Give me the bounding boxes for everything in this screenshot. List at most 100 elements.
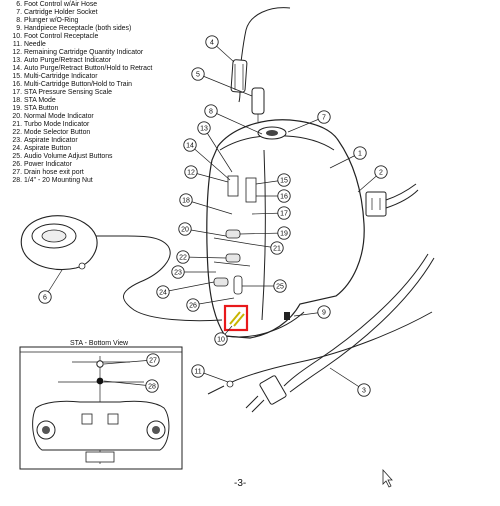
legend-item-label: 1/4" - 20 Mounting Nut — [24, 177, 93, 184]
bottom-view-inset — [19, 346, 183, 470]
callout-number: 27 — [149, 358, 157, 365]
legend-item-label: Auto Purge/Retract Indicator — [24, 57, 111, 64]
legend-item-label: Aspirate Button — [24, 145, 72, 152]
legend-item-number: 9. — [16, 25, 22, 32]
callout-number: 20 — [181, 227, 189, 234]
callout-10: 10 — [214, 325, 233, 346]
callout-number: 21 — [273, 246, 281, 253]
callout-circle — [353, 146, 367, 160]
callout-circle — [277, 173, 291, 187]
callout-circle — [205, 35, 219, 49]
legend-item-label: Drain hose exit port — [24, 169, 84, 176]
legend-item-label: Audio Volume Adjust Buttons — [24, 153, 113, 160]
callout-circle — [374, 165, 388, 179]
callout-number: 23 — [174, 270, 182, 277]
callout-circle — [357, 383, 371, 397]
callout-number: 8 — [209, 109, 213, 116]
legend-item: 10.Foot Control Receptacle — [8, 33, 208, 41]
inset-title: STA - Bottom View — [70, 340, 129, 347]
legend-item-label: Needle — [24, 41, 46, 48]
multi-cartridge-button — [245, 177, 257, 203]
callout-circle — [214, 332, 228, 346]
legend-item: 8.Plunger w/O-Ring — [8, 17, 208, 25]
legend-item-label: STA Pressure Sensing Scale — [24, 89, 112, 96]
legend-item: 18.STA Mode — [8, 97, 208, 105]
legend-item: 16.Multi-Cartridge Button/Hold to Train — [8, 81, 208, 89]
legend-item-label: Aspirate Indicator — [24, 137, 78, 144]
legend-item-label: Power Indicator — [24, 161, 72, 168]
callout-leader — [189, 144, 231, 181]
legend-item-label: STA Button — [24, 105, 59, 112]
legend-item-label: Foot Control w/Air Hose — [24, 1, 98, 8]
legend-item-number: 20. — [12, 113, 22, 120]
legend-item: 28.1/4" - 20 Mounting Nut — [8, 177, 208, 185]
callout-leader — [203, 127, 233, 173]
handpiece-cord — [240, 7, 291, 63]
callout-1: 1 — [329, 146, 367, 169]
callout-leader — [197, 73, 253, 97]
callout-leader — [182, 256, 227, 259]
legend-item-number: 10. — [12, 33, 22, 40]
callout-circle — [191, 67, 205, 81]
legend-item-label: Cartridge Holder Socket — [24, 9, 98, 16]
legend-item-number: 21. — [12, 121, 22, 128]
callout-20: 20 — [178, 222, 227, 237]
callout-number: 17 — [280, 211, 288, 218]
callout-number: 1 — [358, 151, 362, 158]
legend-item-number: 23. — [12, 137, 22, 144]
legend-item-number: 28. — [12, 177, 22, 184]
callout-circle — [191, 364, 205, 378]
legend-item-number: 7. — [16, 9, 22, 16]
legend-item-number: 22. — [12, 129, 22, 136]
legend-item: 7.Cartridge Holder Socket — [8, 9, 208, 17]
mode-selector-shape — [225, 253, 241, 263]
callout-12: 12 — [184, 165, 229, 183]
callout-circle — [273, 279, 287, 293]
legend-item-label: Foot Control Receptacle — [24, 33, 99, 40]
callout-number: 25 — [276, 284, 284, 291]
callout-circle — [178, 222, 192, 236]
legend-item-number: 26. — [12, 161, 22, 168]
callout-circle — [317, 305, 331, 319]
callout-circle — [270, 241, 284, 255]
legend-item-number: 13. — [12, 57, 22, 64]
callout-21: 21 — [249, 241, 284, 255]
legend-item-number: 27. — [12, 169, 22, 176]
parts-legend: 5.Handpiece Cartridge6.Foot Control w/Ai… — [8, 0, 208, 185]
callout-26: 26 — [186, 297, 235, 312]
callout-number: 2 — [379, 170, 383, 177]
callout-number: 14 — [186, 143, 194, 150]
callout-number: 15 — [280, 178, 288, 185]
callout-28: 28 — [103, 379, 159, 393]
callout-16: 16 — [256, 189, 291, 203]
callout-number: 22 — [179, 255, 187, 262]
callout-27: 27 — [103, 353, 160, 367]
callout-leader — [239, 232, 285, 235]
callout-number: 10 — [217, 337, 225, 344]
callout-circle — [277, 206, 291, 220]
callout-number: 7 — [322, 115, 326, 122]
legend-item-number: 15. — [12, 73, 22, 80]
callout-circle — [186, 298, 200, 312]
legend-item: 22.Mode Selector Button — [8, 129, 208, 137]
callout-leader — [329, 367, 365, 391]
callout-number: 24 — [159, 290, 167, 297]
callout-13: 13 — [197, 121, 233, 173]
callout-circle — [171, 265, 185, 279]
legend-item-label: Mode Selector Button — [24, 129, 91, 136]
main-cord-plug — [245, 253, 435, 413]
mounting-nut-dot — [96, 377, 104, 385]
callout-number: 11 — [194, 369, 201, 376]
callout-24: 24 — [156, 281, 215, 299]
legend-item-label: Multi-Cartridge Button/Hold to Train — [24, 81, 132, 88]
legend-item-label: Plunger w/O-Ring — [24, 17, 79, 24]
callout-number: 9 — [322, 310, 326, 317]
callout-6: 6 — [38, 269, 63, 304]
callout-circle — [183, 138, 197, 152]
callout-number: 28 — [148, 384, 156, 391]
legend-item: 17.STA Pressure Sensing Scale — [8, 89, 208, 97]
handpiece — [230, 59, 248, 103]
legend-item-label: Turbo Mode Indicator — [24, 121, 90, 128]
callout-number: 6 — [43, 295, 47, 302]
